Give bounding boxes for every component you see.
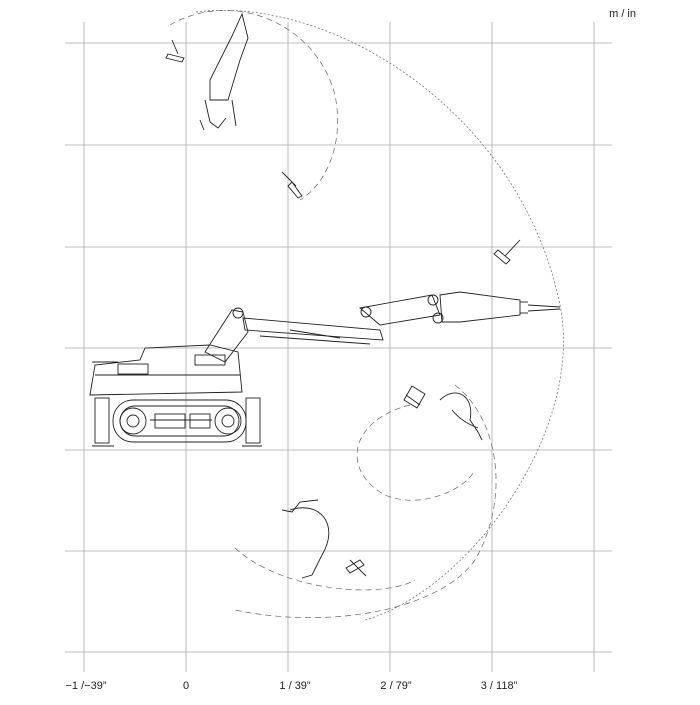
- left-outrigger: [94, 397, 110, 444]
- breaker-attachment: [439, 291, 521, 323]
- chisel-tool-right: [493, 239, 521, 265]
- drive-sprocket: [119, 407, 147, 435]
- machine-body: [89, 344, 243, 396]
- second-boom: [242, 317, 384, 341]
- right-outrigger: [245, 397, 261, 444]
- first-boom: [204, 309, 249, 363]
- x-tick-label-1: 1 / 39”: [279, 680, 311, 692]
- reach-positions: [165, 12, 521, 579]
- crusher-mid-position: [439, 392, 483, 441]
- breaker-top-position: [209, 12, 249, 101]
- x-tick-label-minus-1: −1 /−39”: [65, 680, 107, 692]
- reach-envelopes: [169, 10, 564, 621]
- third-boom: [358, 294, 441, 326]
- crusher-bottom-position: [289, 507, 330, 579]
- chisel-tool-top: [165, 39, 185, 63]
- chisel-tool-upper: [281, 171, 303, 199]
- lower-reach-arc: [234, 384, 497, 618]
- chisel-tool-bottom: [345, 559, 367, 577]
- unit-label: m / in: [609, 8, 636, 20]
- outer-reach-arc: [195, 10, 564, 621]
- inner-reach-arc: [356, 404, 476, 501]
- grid: [65, 22, 612, 672]
- demolition-robot: [89, 291, 561, 447]
- x-tick-label-2: 2 / 79”: [380, 680, 412, 692]
- chisel-tool-mid: [403, 385, 426, 409]
- x-tick-label-3: 3 / 118”: [480, 680, 518, 692]
- x-tick-label-0: 0: [182, 680, 190, 692]
- upper-reach-arc: [169, 10, 338, 201]
- bottom-sweep-arc: [234, 547, 416, 591]
